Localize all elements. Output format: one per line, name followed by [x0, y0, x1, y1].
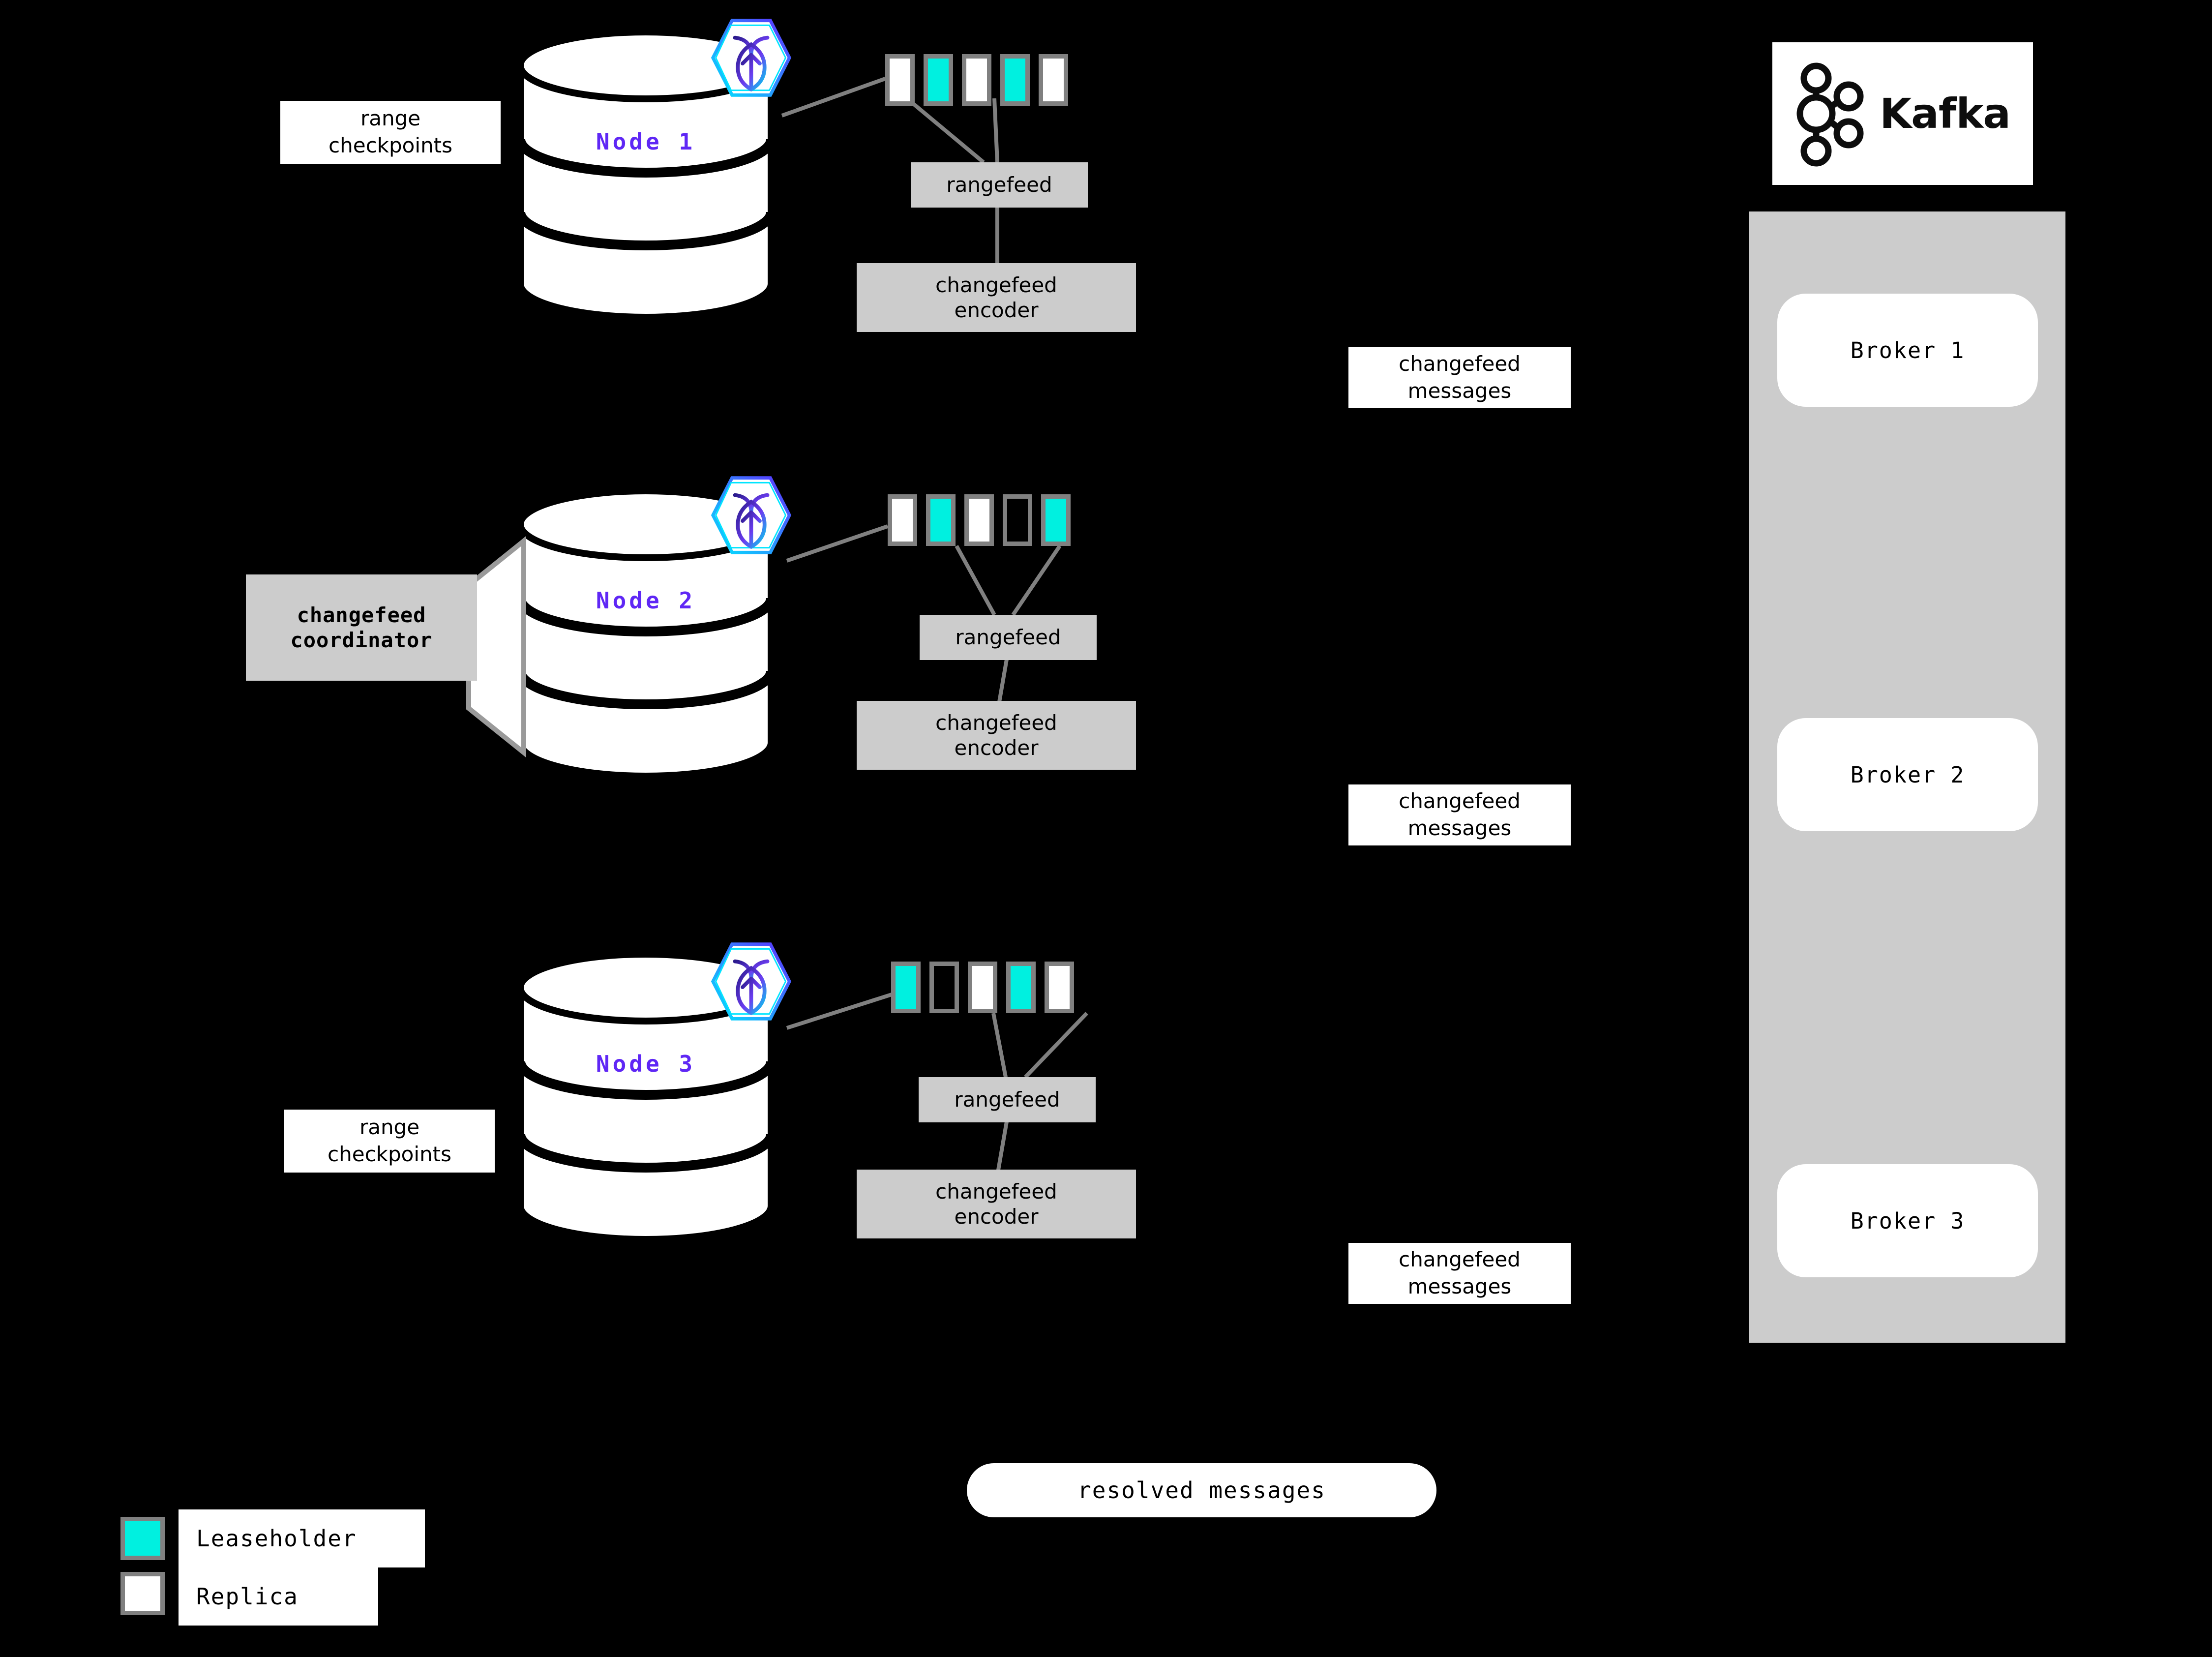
- range-box-empty[interactable]: [929, 962, 959, 1013]
- range-box-leaseholder[interactable]: [926, 494, 956, 546]
- changefeed-messages-line-1: changefeed: [1399, 1247, 1521, 1272]
- range-box-replica[interactable]: [885, 54, 915, 106]
- range-box-leaseholder[interactable]: [1000, 54, 1030, 106]
- kafka-wordmark: Kafka: [1880, 90, 2011, 138]
- range-box-leaseholder[interactable]: [1006, 962, 1036, 1013]
- legend-swatch-leaseholder: [120, 1517, 165, 1560]
- node-1-ranges: [885, 54, 1068, 106]
- range-box-leaseholder[interactable]: [1041, 494, 1071, 546]
- legend-label-leaseholder: Leaseholder: [179, 1509, 425, 1567]
- node-3-ranges: [891, 962, 1074, 1013]
- encoder-line-1: changefeed: [935, 710, 1057, 735]
- node-2-changefeed-encoder-box[interactable]: changefeed encoder: [857, 701, 1136, 770]
- encoder-line-1: changefeed: [935, 1179, 1057, 1204]
- node-1-rangefeed-box[interactable]: rangefeed: [911, 162, 1088, 208]
- changefeed-messages-line-1: changefeed: [1399, 352, 1521, 376]
- changefeed-messages-line-1: changefeed: [1399, 789, 1521, 813]
- coordinator-line-1: changefeed: [297, 603, 426, 627]
- cockroachdb-logo-icon: [708, 938, 794, 1024]
- legend-label-replica: Replica: [179, 1567, 378, 1626]
- range-box-replica[interactable]: [968, 962, 997, 1013]
- range-checkpoints-line-1: range: [360, 106, 421, 131]
- cockroachdb-logo-icon: [708, 15, 794, 101]
- changefeed-coordinator-box[interactable]: changefeed coordinator: [246, 574, 477, 681]
- changefeed-messages-label-2: changefeed messages: [1348, 784, 1571, 845]
- coordinator-line-2: coordinator: [290, 628, 433, 652]
- broker-2-box[interactable]: Broker 2: [1777, 718, 2038, 831]
- encoder-line-1: changefeed: [935, 272, 1057, 297]
- broker-3-box[interactable]: Broker 3: [1777, 1164, 2038, 1277]
- range-checkpoints-line-1: range: [359, 1115, 420, 1140]
- changefeed-messages-line-2: messages: [1407, 816, 1512, 840]
- broker-1-box[interactable]: Broker 1: [1777, 294, 2038, 407]
- range-box-replica[interactable]: [1039, 54, 1068, 106]
- node-2-rangefeed-box[interactable]: rangefeed: [920, 615, 1097, 660]
- encoder-line-2: encoder: [954, 298, 1039, 322]
- changefeed-messages-label-1: changefeed messages: [1348, 347, 1571, 408]
- range-box-leaseholder[interactable]: [924, 54, 953, 106]
- encoder-line-2: encoder: [954, 1205, 1039, 1229]
- kafka-mark-icon: [1796, 62, 1864, 167]
- coordinator-pointer-icon: [466, 536, 526, 757]
- changefeed-messages-label-3: changefeed messages: [1348, 1243, 1571, 1304]
- changefeed-messages-line-2: messages: [1407, 1274, 1512, 1298]
- kafka-logo-box: Kafka: [1772, 42, 2033, 185]
- range-box-empty[interactable]: [1003, 494, 1032, 546]
- range-box-replica[interactable]: [888, 494, 917, 546]
- node-3-changefeed-encoder-box[interactable]: changefeed encoder: [857, 1170, 1136, 1238]
- node-1-range-checkpoints-label: range checkpoints: [280, 101, 501, 164]
- changefeed-messages-line-2: messages: [1407, 379, 1512, 403]
- node-3-rangefeed-box[interactable]: rangefeed: [919, 1077, 1096, 1122]
- node-2-ranges: [888, 494, 1071, 546]
- range-box-replica[interactable]: [964, 494, 994, 546]
- node-1-changefeed-encoder-box[interactable]: changefeed encoder: [857, 263, 1136, 332]
- range-box-replica[interactable]: [962, 54, 991, 106]
- resolved-messages-pill[interactable]: resolved messages: [967, 1463, 1436, 1517]
- range-checkpoints-line-2: checkpoints: [329, 133, 452, 157]
- legend-swatch-replica: [120, 1572, 165, 1615]
- node-3-cylinder: Node 3: [515, 949, 776, 1244]
- encoder-line-2: encoder: [954, 736, 1039, 760]
- range-box-leaseholder[interactable]: [891, 962, 921, 1013]
- cockroachdb-logo-icon: [708, 472, 794, 558]
- range-box-replica[interactable]: [1045, 962, 1074, 1013]
- range-checkpoints-line-2: checkpoints: [328, 1142, 451, 1166]
- node-3-range-checkpoints-label: range checkpoints: [284, 1110, 495, 1173]
